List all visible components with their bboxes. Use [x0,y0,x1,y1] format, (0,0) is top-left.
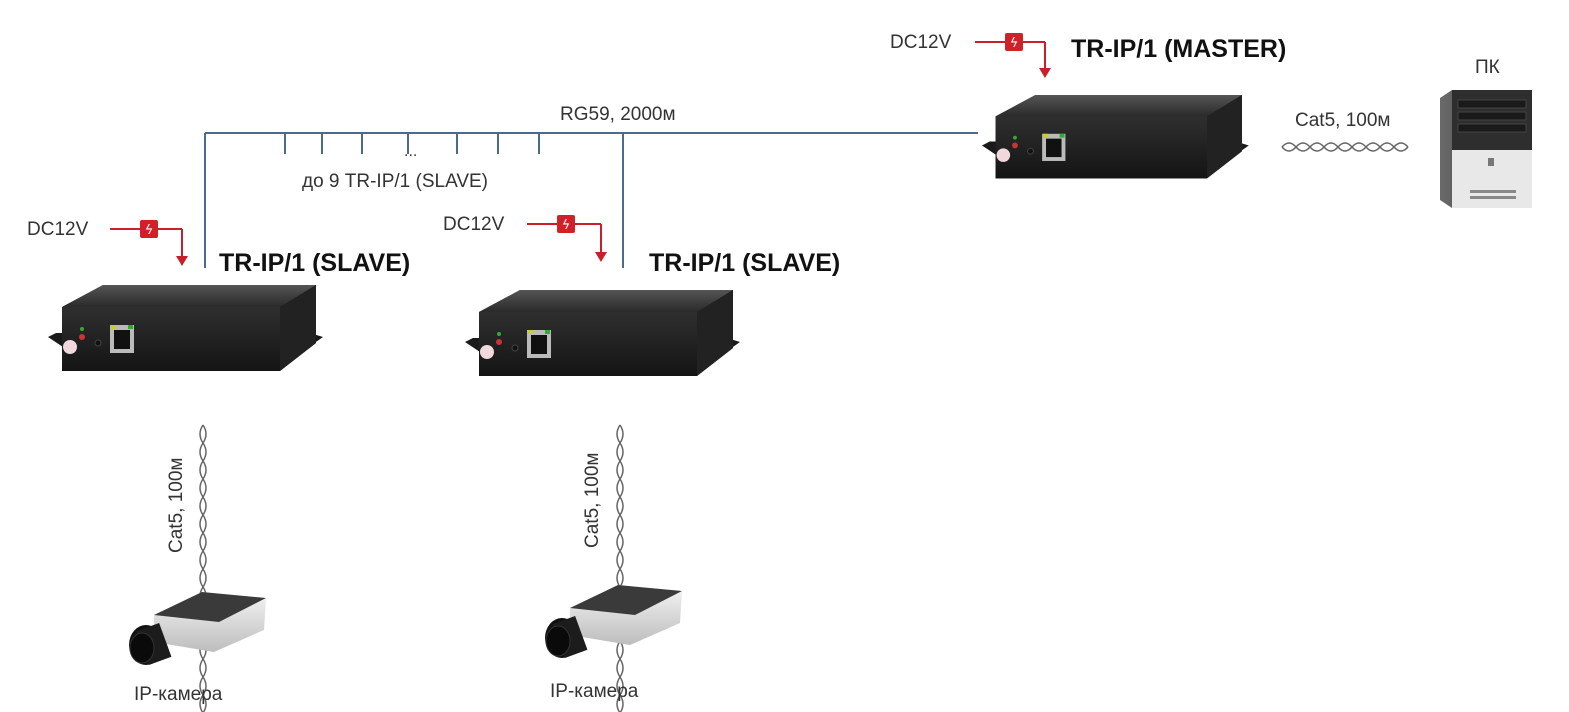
device-master [981,94,1250,179]
pc-tower-icon [1440,90,1532,208]
camera-right-label: IP-камера [550,681,639,702]
slave-right-power-label: DC12V [443,214,505,235]
pc-label: ПК [1475,57,1500,78]
slave-right-title: TR-IP/1 (SLAVE) [649,249,841,277]
device-slave-left [47,284,324,372]
slave-left-title: TR-IP/1 (SLAVE) [219,249,411,277]
twisted-pair-cable-left [199,424,207,712]
power-feed-slave-right: ϟ [527,215,607,262]
twisted-pair-cable-right [616,424,624,712]
power-feed-slave-left: ϟ [110,220,188,266]
master-title: TR-IP/1 (MASTER) [1071,35,1287,63]
master-power-label: DC12V [890,32,952,53]
slave-left-power-label: DC12V [27,219,89,240]
power-bolt-icon [1005,33,1023,51]
slave-right-cable-label: Cat5, 100м [582,452,603,548]
svg-text:ϟ: ϟ [562,218,571,233]
slave-taps [284,133,540,154]
ip-camera-left [128,591,267,666]
bus-cable-label: RG59, 2000м [560,104,676,125]
rg59-bus [204,132,978,268]
twisted-pair-cable-pc [1281,142,1409,152]
power-bolt-icon [557,215,575,233]
camera-left-label: IP-камера [134,684,223,705]
bus-ellipsis: ... [404,143,418,160]
slaves-note: до 9 TR-IP/1 (SLAVE) [302,171,489,192]
power-bolt-icon [140,220,158,238]
power-feed-master: ϟ [975,33,1051,78]
svg-text:ϟ: ϟ [145,223,154,238]
device-slave-right [464,289,741,377]
pc-cable-label: Cat5, 100м [1295,110,1391,131]
slave-left-cable-label: Cat5, 100м [166,457,187,553]
svg-text:ϟ: ϟ [1010,36,1019,51]
ip-camera-right [544,584,683,659]
